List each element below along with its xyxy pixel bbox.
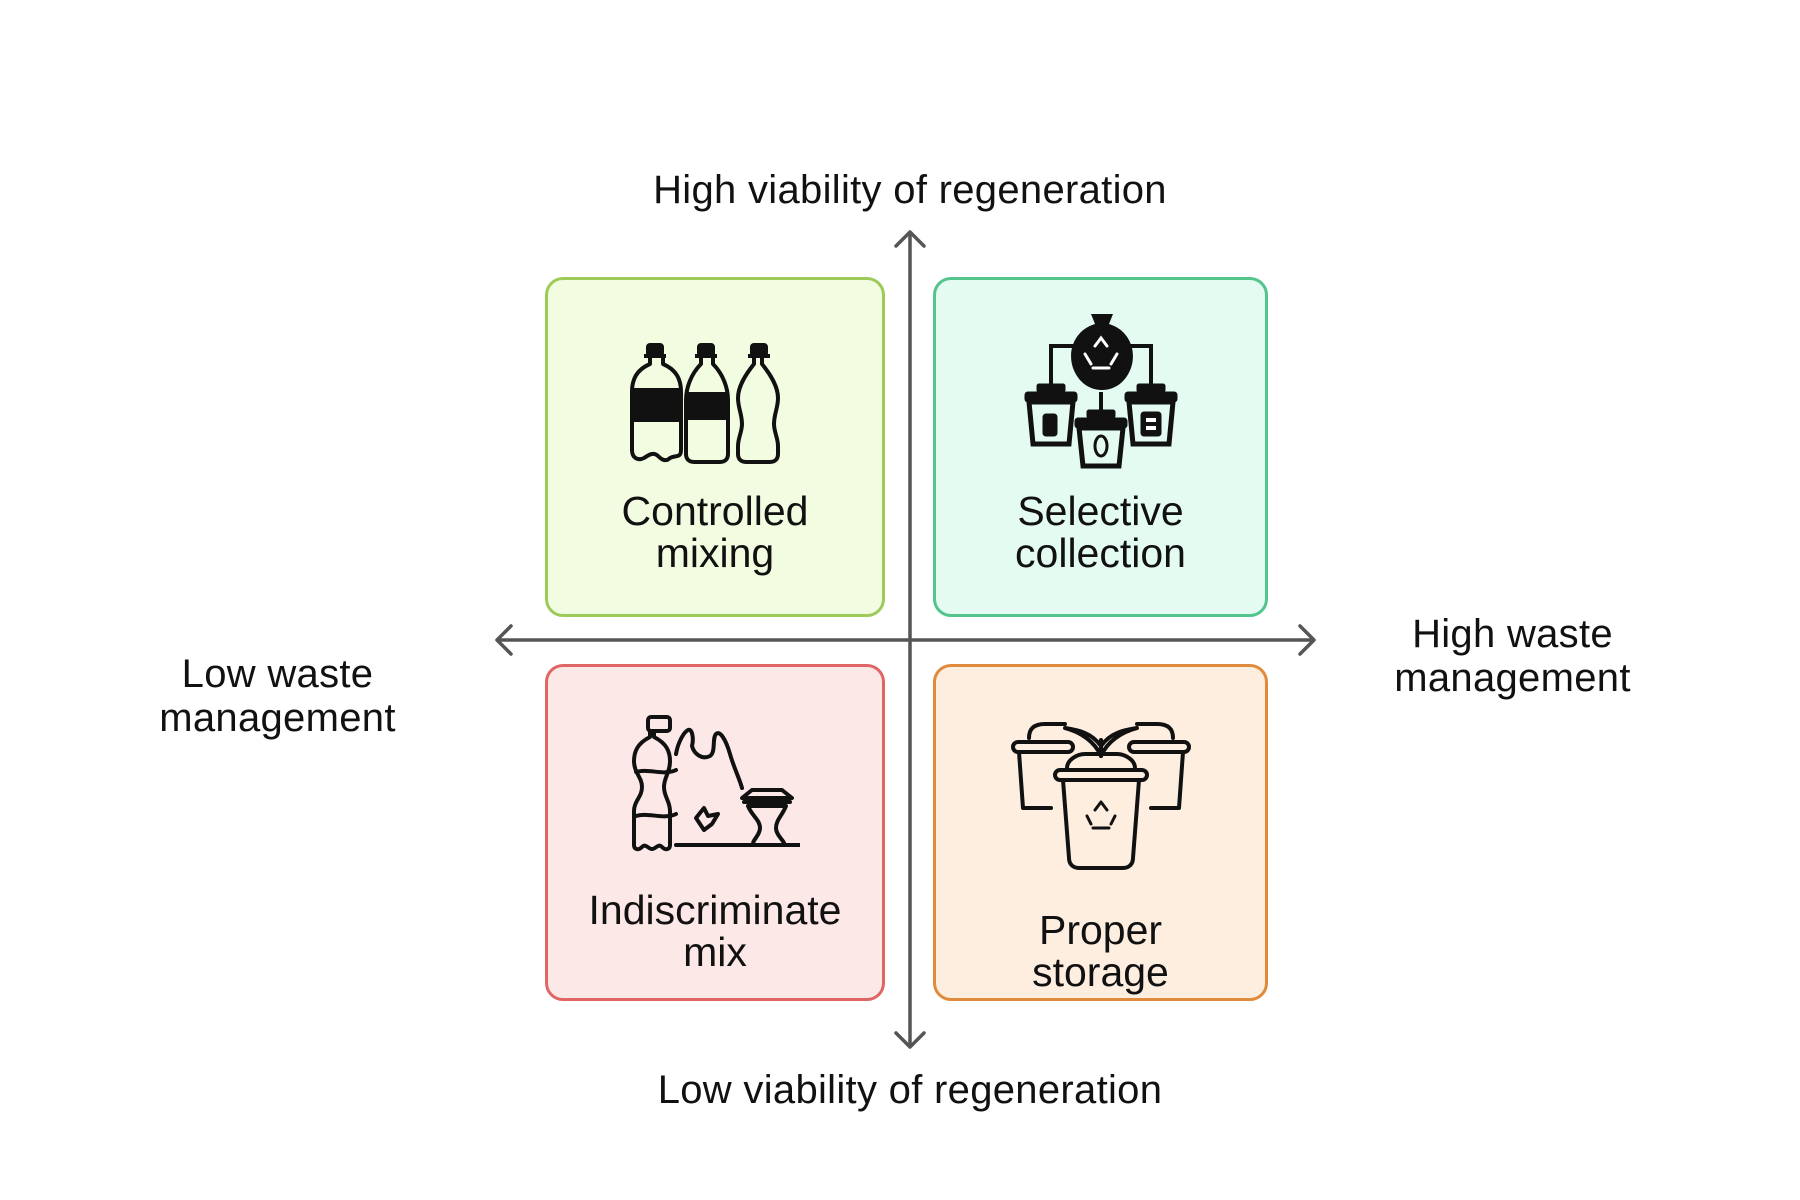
quadrant-label-line1: Selective [1017, 488, 1184, 534]
bottles-icon [630, 343, 780, 464]
right-axis-label-line1: High waste [1412, 612, 1613, 656]
quadrant-proper-storage: Proper storage [933, 664, 1268, 1001]
right-axis-label-line2: management [1394, 656, 1631, 700]
quadrant-label-line1: Controlled [621, 488, 809, 534]
left-axis-label-line2: management [159, 696, 396, 740]
bottom-axis-label-text: Low viability of regeneration [657, 1068, 1163, 1112]
recycle-bins-storage-icon [1010, 722, 1191, 870]
quadrant-label-line1: Indiscriminate [588, 887, 842, 933]
bottom-axis-label: Low viability of regeneration [560, 1068, 1260, 1112]
quadrant-label-line1: Proper [1038, 907, 1163, 953]
top-axis-label: High viability of regeneration [560, 168, 1260, 212]
right-arrowhead [1298, 624, 1316, 656]
left-axis-label: Low waste management [100, 652, 455, 740]
quadrant-controlled-mixing: Controlled mixing [545, 277, 885, 617]
mixed-trash-icon [632, 715, 800, 852]
quadrant-label-line2: storage [1032, 949, 1169, 995]
quadrant-label: Indiscriminate mix [548, 889, 882, 973]
quadrant-selective-collection: Selective collection [933, 277, 1268, 617]
left-axis-label-line1: Low waste [181, 652, 374, 696]
quadrant-label-line2: mix [683, 929, 747, 975]
left-arrowhead [495, 624, 513, 656]
top-axis-label-text: High viability of regeneration [653, 168, 1167, 212]
quadrant-label-line2: collection [1015, 530, 1186, 576]
quadrant-label: Controlled mixing [548, 490, 882, 574]
quadrant-indiscriminate-mix: Indiscriminate mix [545, 664, 885, 1001]
recycling-sorting-bins-icon [1024, 314, 1177, 469]
right-axis-label: High waste management [1330, 612, 1695, 700]
quadrant-label-line2: mixing [655, 530, 775, 576]
down-arrowhead [894, 1031, 926, 1049]
quadrant-label: Selective collection [936, 490, 1265, 574]
quadrant-label: Proper storage [936, 909, 1265, 993]
up-arrowhead [894, 230, 926, 248]
